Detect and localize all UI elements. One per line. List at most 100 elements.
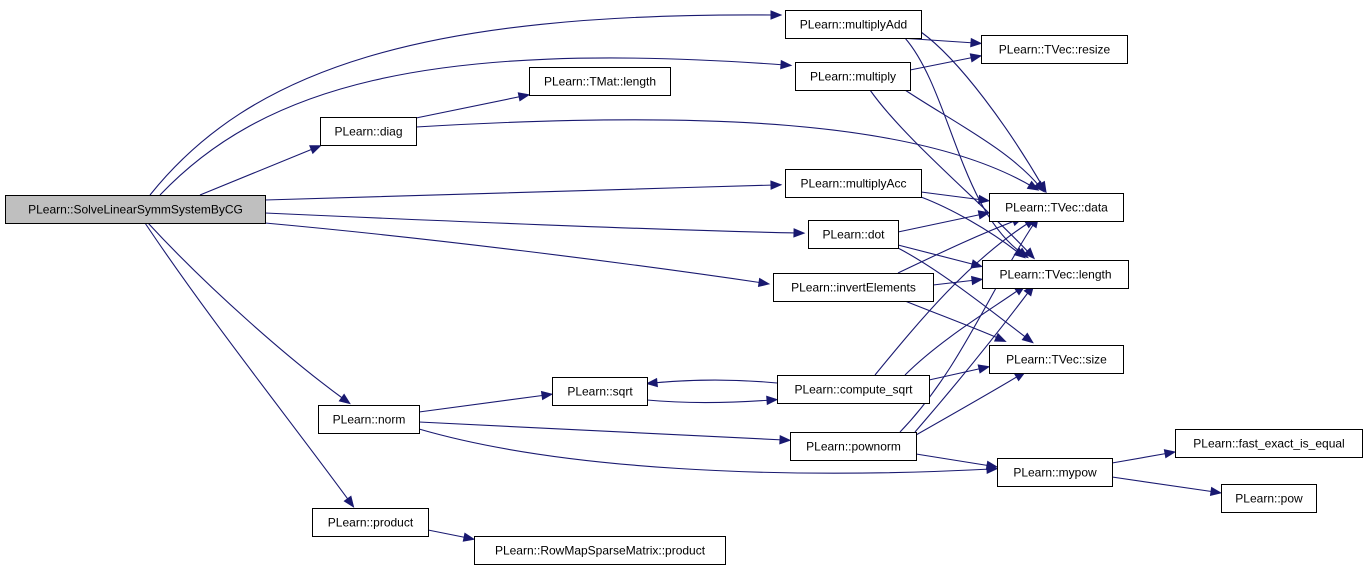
edge-solve-to-diag xyxy=(199,147,316,196)
arrowhead-sqrt-to-compute_sqrt xyxy=(766,395,779,406)
edge-invertElements-to-size xyxy=(904,300,1001,340)
edge-mypow-to-pow xyxy=(1111,476,1216,493)
node-box-mypow[interactable] xyxy=(997,458,1113,487)
node-label-pow: PLearn::pow xyxy=(1235,492,1303,506)
arrowhead-solve-to-norm xyxy=(338,393,351,405)
node-norm[interactable]: PLearn::norm xyxy=(318,405,420,434)
arrowhead-mypow-to-pow xyxy=(1209,486,1223,497)
arrowhead-multiplyAcc-to-data xyxy=(977,194,991,205)
node-label-multiplyAcc: PLearn::multiplyAcc xyxy=(800,177,906,191)
edge-dot-to-data xyxy=(897,213,984,233)
node-box-tveclength[interactable] xyxy=(982,260,1129,289)
edge-multiply-to-tveclength xyxy=(869,89,1031,255)
edge-product-to-rowmapproduct xyxy=(427,529,469,539)
node-box-diag[interactable] xyxy=(320,117,417,146)
arrowhead-dot-to-data xyxy=(977,210,991,220)
node-box-multiplyAdd[interactable] xyxy=(785,10,922,39)
node-label-fast_exact: PLearn::fast_exact_is_equal xyxy=(1193,437,1344,451)
edge-pownorm-to-mypow xyxy=(915,453,992,467)
edge-mypow-to-fast_exact xyxy=(1111,452,1170,464)
node-label-rowmapproduct: PLearn::RowMapSparseMatrix::product xyxy=(495,544,706,558)
arrowhead-multiplyAdd-to-resize xyxy=(970,37,983,48)
node-box-size[interactable] xyxy=(989,345,1124,374)
edge-norm-to-sqrt xyxy=(418,394,547,413)
edge-solve-to-product xyxy=(144,222,351,503)
edge-invertElements-to-data xyxy=(897,219,1018,274)
node-multiplyAcc[interactable]: PLearn::multiplyAcc xyxy=(785,169,922,198)
node-box-rowmapproduct[interactable] xyxy=(474,536,726,565)
node-box-pow[interactable] xyxy=(1221,484,1317,513)
node-pownorm[interactable]: PLearn::pownorm xyxy=(790,432,917,461)
node-fast_exact[interactable]: PLearn::fast_exact_is_equal xyxy=(1175,429,1363,458)
node-label-mypow: PLearn::mypow xyxy=(1013,466,1097,480)
node-box-resize[interactable] xyxy=(981,35,1128,64)
node-box-pownorm[interactable] xyxy=(790,432,917,461)
node-rowmapproduct[interactable]: PLearn::RowMapSparseMatrix::product xyxy=(474,536,726,565)
node-tveclength[interactable]: PLearn::TVec::length xyxy=(982,260,1129,289)
node-sqrt[interactable]: PLearn::sqrt xyxy=(552,377,648,406)
node-label-multiply: PLearn::multiply xyxy=(810,70,896,84)
node-box-multiply[interactable] xyxy=(795,62,911,91)
node-tmatlength[interactable]: PLearn::TMat::length xyxy=(529,67,671,96)
edge-dot-to-size xyxy=(897,247,1029,340)
edge-compute_sqrt-to-tveclength xyxy=(904,288,1021,376)
node-label-solve: PLearn::SolveLinearSymmSystemByCG xyxy=(28,203,243,217)
node-invertElements[interactable]: PLearn::invertElements xyxy=(773,273,934,302)
node-box-multiplyAcc[interactable] xyxy=(785,169,922,198)
node-multiplyAdd[interactable]: PLearn::multiplyAdd xyxy=(785,10,922,39)
node-size[interactable]: PLearn::TVec::size xyxy=(989,345,1124,374)
arrowhead-invertElements-to-tveclength xyxy=(971,275,984,286)
node-box-data[interactable] xyxy=(989,193,1124,222)
arrowhead-norm-to-pownorm xyxy=(779,435,792,445)
node-product[interactable]: PLearn::product xyxy=(312,508,429,537)
node-diag[interactable]: PLearn::diag xyxy=(320,117,417,146)
edge-invertElements-to-tveclength xyxy=(932,279,977,286)
edge-compute_sqrt-to-size xyxy=(928,367,984,381)
node-dot[interactable]: PLearn::dot xyxy=(808,220,899,249)
edge-solve-to-multiplyAcc xyxy=(264,184,776,201)
node-data[interactable]: PLearn::TVec::data xyxy=(989,193,1124,222)
node-label-dot: PLearn::dot xyxy=(822,228,885,242)
node-label-invertElements: PLearn::invertElements xyxy=(791,281,916,295)
edge-pownorm-to-tveclength xyxy=(914,289,1031,433)
node-box-invertElements[interactable] xyxy=(773,273,934,302)
node-box-product[interactable] xyxy=(312,508,429,537)
arrowhead-solve-to-multiplyAdd xyxy=(770,10,783,20)
edge-multiplyAcc-to-tveclength xyxy=(920,196,1021,255)
edge-compute_sqrt-to-sqrt xyxy=(652,379,778,384)
node-label-data: PLearn::TVec::data xyxy=(1005,201,1108,215)
node-label-norm: PLearn::norm xyxy=(333,413,406,427)
node-box-solve[interactable] xyxy=(5,195,266,224)
node-compute_sqrt[interactable]: PLearn::compute_sqrt xyxy=(777,375,930,404)
node-resize[interactable]: PLearn::TVec::resize xyxy=(981,35,1128,64)
node-label-compute_sqrt: PLearn::compute_sqrt xyxy=(794,383,913,397)
node-label-tveclength: PLearn::TVec::length xyxy=(999,268,1111,282)
edge-pownorm-to-data xyxy=(899,221,1036,433)
arrowhead-multiply-to-tveclength xyxy=(1023,247,1036,260)
node-label-multiplyAdd: PLearn::multiplyAdd xyxy=(800,18,907,32)
arrowhead-mypow-to-fast_exact xyxy=(1163,449,1177,459)
node-box-tmatlength[interactable] xyxy=(529,67,671,96)
node-solve[interactable]: PLearn::SolveLinearSymmSystemByCG xyxy=(5,195,266,224)
node-label-product: PLearn::product xyxy=(328,516,414,530)
node-mypow[interactable]: PLearn::mypow xyxy=(997,458,1113,487)
arrowhead-solve-to-invertElements xyxy=(757,277,771,288)
node-box-sqrt[interactable] xyxy=(552,377,648,406)
edge-solve-to-invertElements xyxy=(264,222,764,284)
node-multiply[interactable]: PLearn::multiply xyxy=(795,62,911,91)
arrowhead-multiply-to-resize xyxy=(969,53,983,63)
node-label-sqrt: PLearn::sqrt xyxy=(567,385,633,399)
edge-solve-to-norm xyxy=(147,222,346,401)
node-label-diag: PLearn::diag xyxy=(334,125,402,139)
node-box-dot[interactable] xyxy=(808,220,899,249)
node-box-compute_sqrt[interactable] xyxy=(777,375,930,404)
node-pow[interactable]: PLearn::pow xyxy=(1221,484,1317,513)
node-box-fast_exact[interactable] xyxy=(1175,429,1363,458)
edge-multiplyAdd-to-data xyxy=(920,31,1044,188)
node-box-norm[interactable] xyxy=(318,405,420,434)
arrowhead-solve-to-multiply xyxy=(780,59,793,70)
arrowhead-solve-to-multiplyAcc xyxy=(770,180,783,190)
edge-multiplyAdd-to-tveclength xyxy=(904,37,1024,255)
edge-diag-to-tmatlength xyxy=(415,95,524,119)
node-label-size: PLearn::TVec::size xyxy=(1006,353,1107,367)
